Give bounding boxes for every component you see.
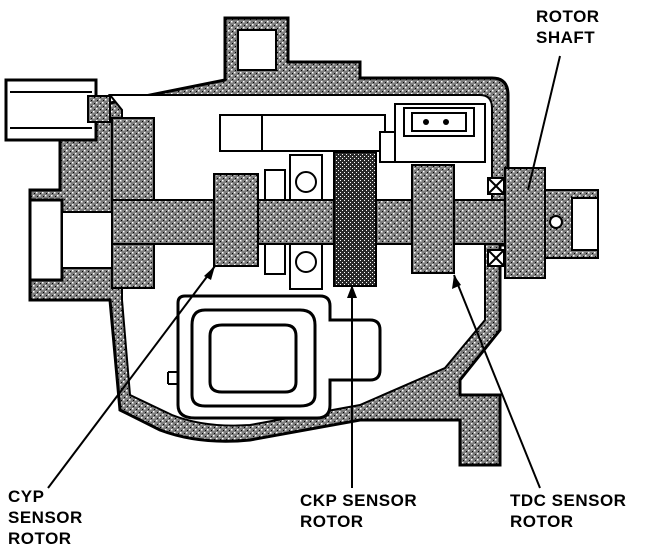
cyp-sensor-rotor	[213, 173, 259, 267]
label-cyp-line2: SENSOR	[8, 508, 83, 527]
sensor-connector	[403, 107, 475, 137]
rotor-shaft-leader	[527, 55, 561, 191]
label-rotor-shaft: ROTOR SHAFT	[536, 6, 600, 48]
label-tdc-line2: ROTOR	[510, 512, 574, 531]
tdc-leader	[453, 274, 541, 489]
callout-lines	[47, 55, 561, 489]
cyp-leader	[47, 265, 216, 489]
center-bearing	[264, 154, 323, 290]
label-cyp-sensor-rotor: CYP SENSOR ROTOR	[8, 486, 83, 549]
label-tdc-line1: TDC SENSOR	[510, 491, 627, 510]
ckp-sensor-rotor	[333, 151, 377, 287]
label-rotor-shaft-line2: SHAFT	[536, 28, 596, 47]
label-cyp-line3: ROTOR	[8, 529, 72, 548]
lower-cavity	[167, 294, 382, 420]
label-tdc-sensor-rotor: TDC SENSOR ROTOR	[510, 490, 626, 532]
cyp-arrowhead	[204, 266, 215, 280]
label-ckp-line1: CKP SENSOR	[300, 491, 418, 510]
tdc-sensor-rotor	[411, 164, 455, 274]
label-rotor-shaft-line1: ROTOR	[536, 7, 600, 26]
right-bearing	[487, 177, 505, 267]
ckp-arrowhead	[347, 285, 357, 298]
label-ckp-sensor-rotor: CKP SENSOR ROTOR	[300, 490, 417, 532]
left-end-cap	[28, 198, 113, 282]
label-cyp-line1: CYP	[8, 487, 45, 506]
tdc-arrowhead	[452, 275, 461, 289]
label-ckp-line2: ROTOR	[300, 512, 364, 531]
right-shaft-end	[504, 167, 599, 279]
left-fitting	[4, 78, 111, 142]
